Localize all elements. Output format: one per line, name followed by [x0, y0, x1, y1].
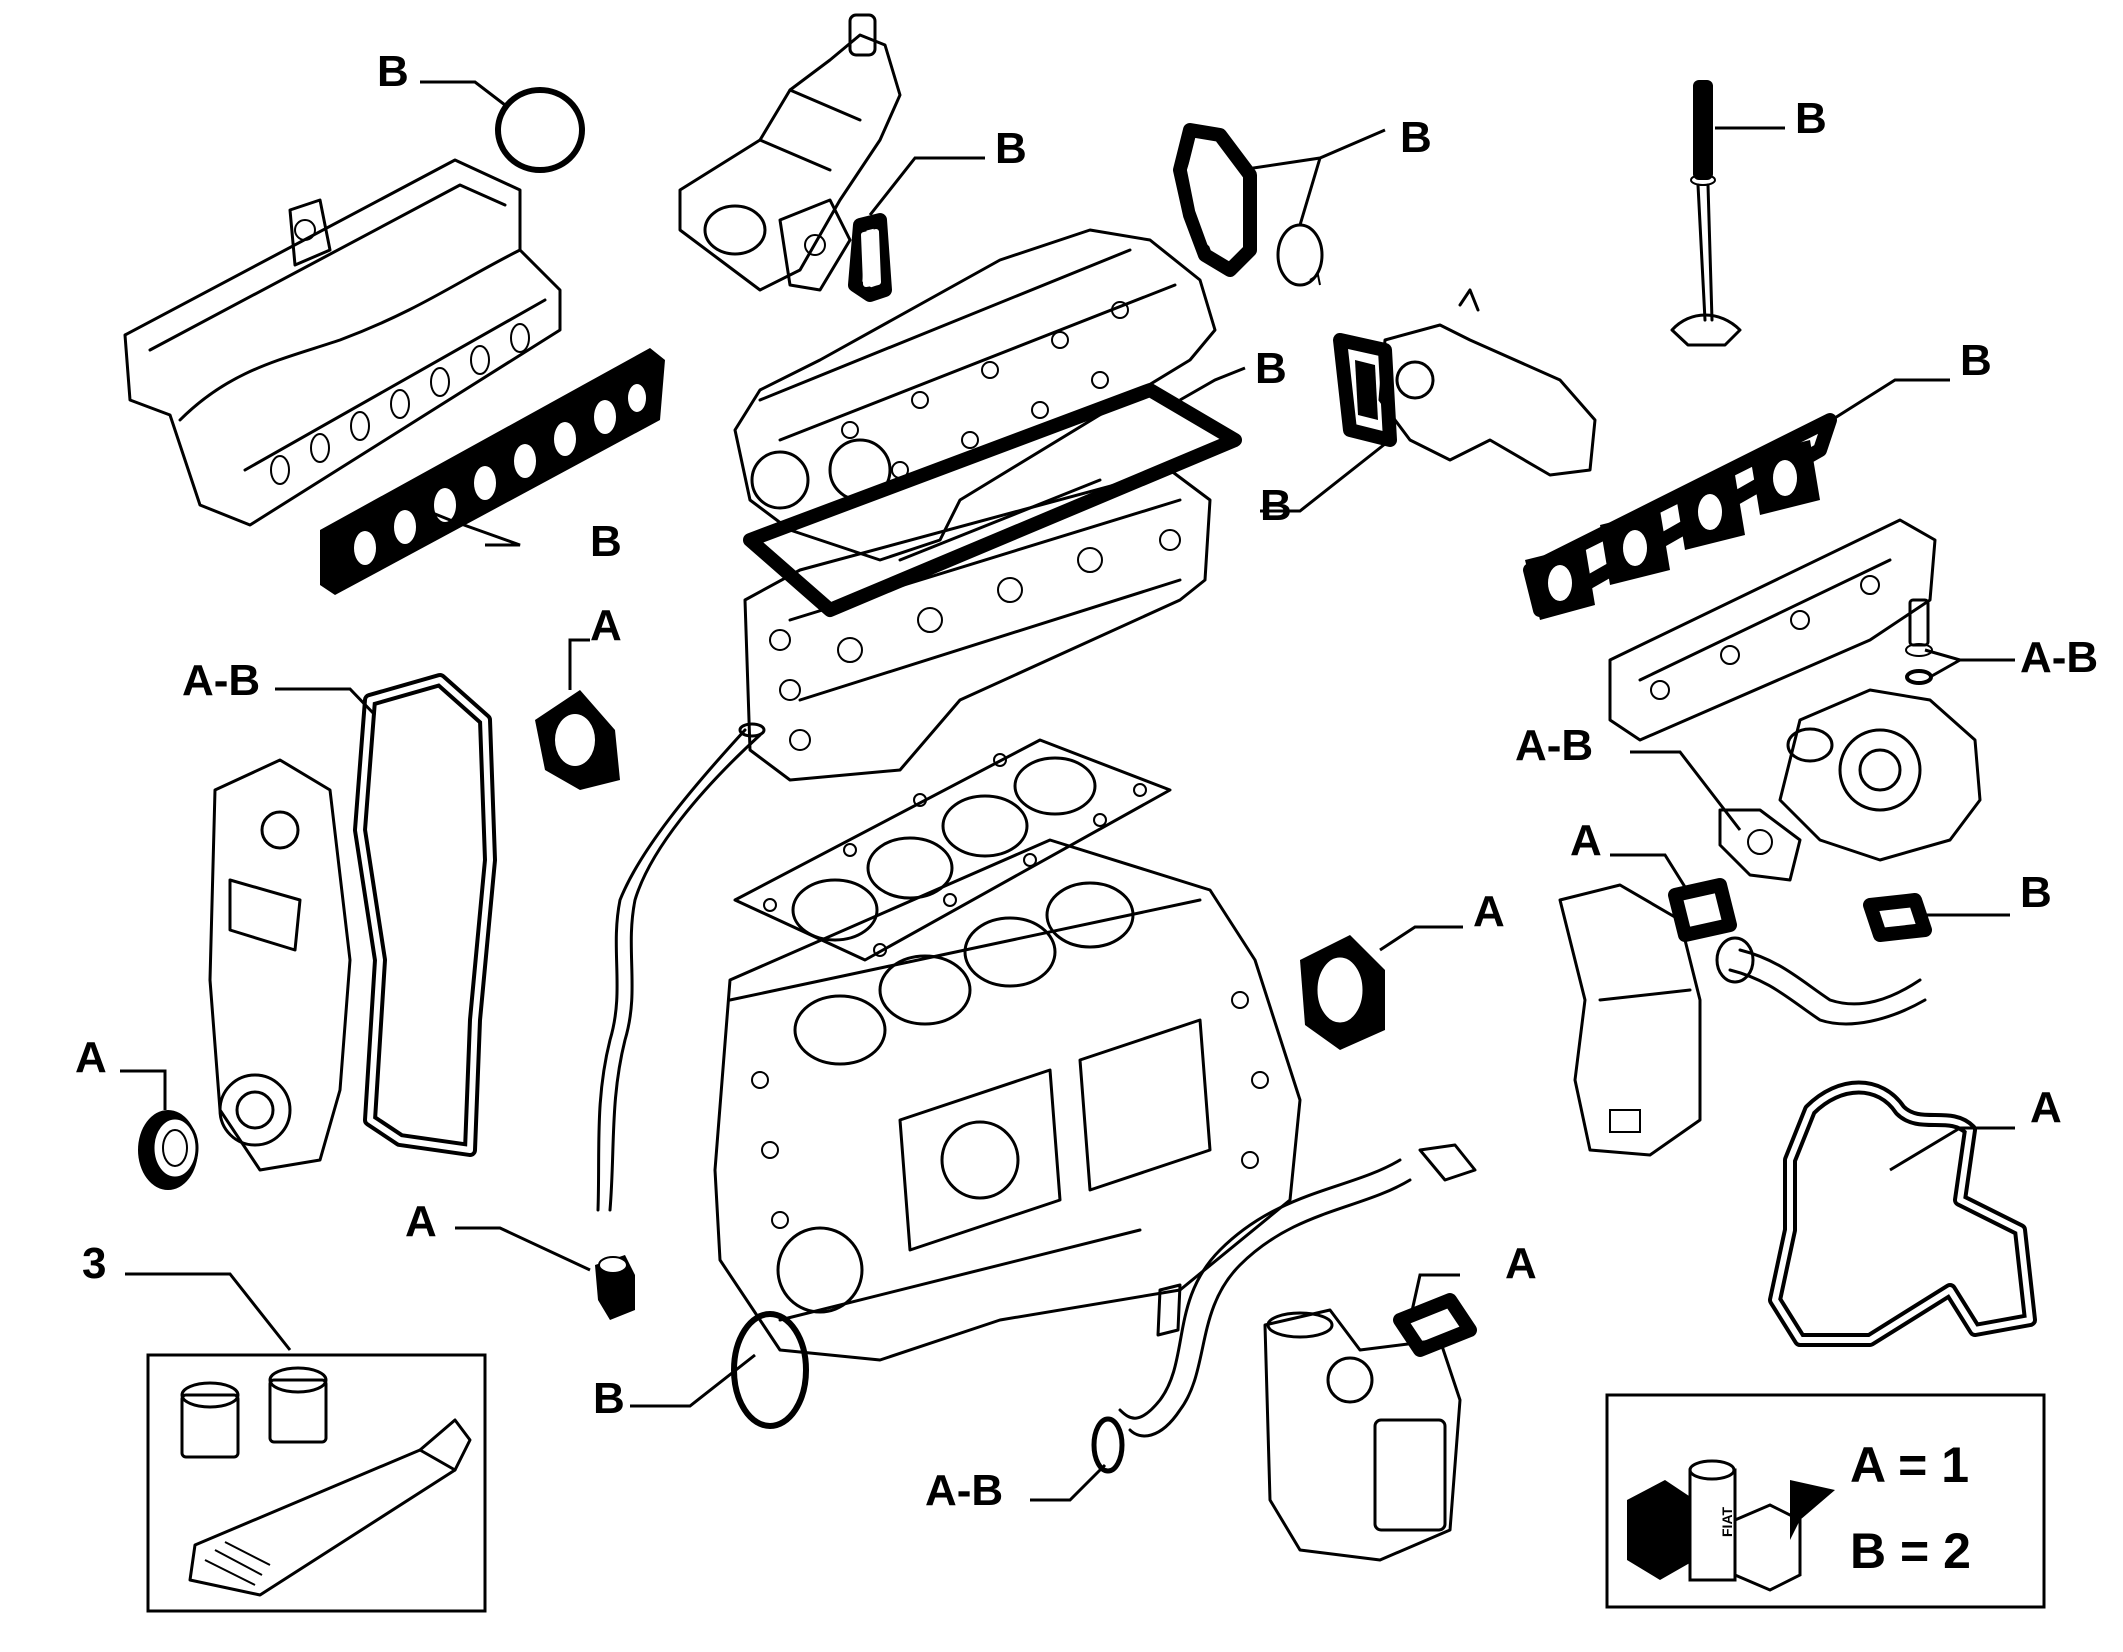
- front-crankshaft-seal: [535, 690, 620, 790]
- oil-pump-seal: [138, 1110, 199, 1190]
- callout-egr-gasket: B: [995, 124, 1027, 173]
- callout-oil-filter-gasket: A: [1505, 1239, 1537, 1288]
- callout-turbo-gasket: A-B: [1515, 721, 1593, 770]
- callout-labels: B B B B B B B B A A-B A-B A-B A B A A A …: [75, 47, 2098, 1515]
- head-cover-gasket: [743, 383, 1242, 617]
- callout-exhaust-manifold-gasket: B: [1960, 336, 1992, 385]
- oil-cooler-gasket: [1393, 1293, 1477, 1357]
- oil-drain-plug: [595, 1255, 635, 1320]
- sump-o-ring: [731, 1311, 809, 1429]
- callout-timing-cover-gasket: A-B: [182, 656, 260, 705]
- callout-valve-seal: B: [1795, 94, 1827, 143]
- callout-throttle-o-ring: B: [377, 47, 409, 96]
- callout-thermostat-gasket: B: [1260, 481, 1292, 530]
- legend-line-b: B = 2: [1850, 1523, 1971, 1579]
- thermostat-gasket: [1333, 333, 1397, 447]
- egr-pipe: [1715, 936, 1927, 1026]
- camshaft-carrier: [733, 228, 1217, 562]
- callout-oil-pump-seal: A: [75, 1033, 107, 1082]
- catalytic-converter: [1558, 883, 1702, 1157]
- turbo-gasket: [1718, 808, 1802, 882]
- thermostat-housing: [1378, 288, 1597, 477]
- callout-front-seal: A: [590, 601, 622, 650]
- fiat-brand: FIAT: [1719, 1506, 1735, 1537]
- callout-egr-ring: B: [1400, 113, 1432, 162]
- egr-ring-gasket: [1173, 123, 1324, 287]
- fiat-kit-icon: FIAT: [1627, 1459, 1835, 1592]
- sealant-kit-box: [146, 1353, 487, 1613]
- timing-cover-gasket: [353, 673, 497, 1157]
- cylinder-head-gasket: [733, 738, 1172, 962]
- legend-line-a: A = 1: [1850, 1437, 1969, 1493]
- intake-manifold-gasket: [320, 348, 665, 595]
- exhaust-manifold-gasket: [1523, 413, 1837, 620]
- cylinder-head: [743, 468, 1212, 782]
- engine-block: [713, 838, 1302, 1362]
- intake-manifold: [123, 158, 562, 527]
- exhaust-stud-washers: [1905, 598, 1933, 685]
- turbocharger: [1778, 688, 1982, 862]
- pipe-o-ring: [1091, 1416, 1125, 1474]
- callout-intake-manifold-gasket: B: [590, 517, 622, 566]
- callout-drain-plug: A: [405, 1197, 437, 1246]
- callout-pipe-o-ring: A-B: [925, 1466, 1003, 1515]
- callout-cover-gasket: B: [1255, 344, 1287, 393]
- water-pump-gasket: [1768, 1080, 2037, 1347]
- callout-egr-pipe-gasket: B: [2020, 868, 2052, 917]
- callout-sump-o-ring: B: [593, 1374, 625, 1423]
- egr-valve: [678, 13, 902, 292]
- dipstick-tube: [596, 722, 766, 1212]
- callout-rear-seal: A: [1473, 887, 1505, 936]
- legend-box: FIAT A = 1 B = 2: [1605, 1393, 2046, 1609]
- valve-stem-seal: [1670, 80, 1742, 347]
- callout-water-pump-gasket: A: [2030, 1083, 2062, 1132]
- egr-gasket: [848, 213, 892, 302]
- callout-exhaust-washers: A-B: [2020, 633, 2098, 682]
- callout-cat-gasket: A: [1570, 816, 1602, 865]
- exhaust-manifold: [1608, 518, 1937, 742]
- oil-filter-housing: [1263, 1308, 1462, 1562]
- rear-main-seal: [1300, 935, 1385, 1050]
- timing-cover: [208, 758, 352, 1172]
- callout-kit: 3: [82, 1239, 106, 1288]
- oil-pickup-pipe: [1118, 1143, 1477, 1438]
- leader-lines: [120, 80, 2015, 1502]
- egr-pipe-gasket: [1863, 893, 1932, 942]
- throttle-o-ring: [495, 87, 585, 173]
